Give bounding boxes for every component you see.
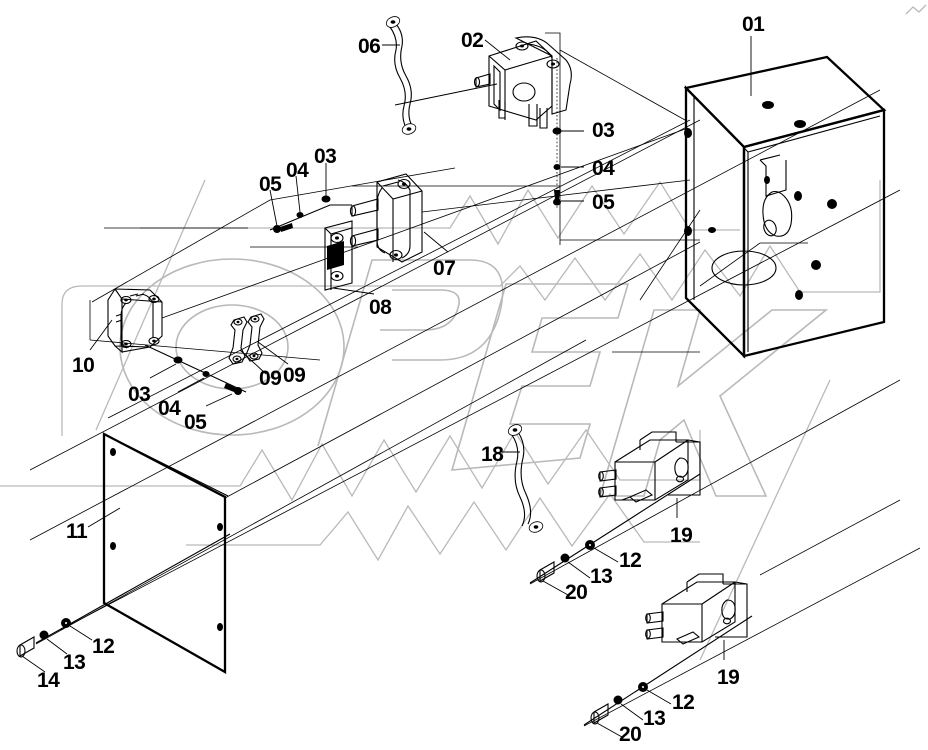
part-01-enclosure — [612, 36, 887, 359]
callout-12-b: 12 — [619, 549, 642, 572]
callout-20-a: 20 — [565, 581, 588, 604]
callout-08: 08 — [369, 296, 392, 319]
callout-06: 06 — [358, 35, 381, 58]
callout-02: 02 — [461, 29, 484, 52]
part-19-connector-lower — [645, 499, 901, 660]
callout-05-a: 05 — [592, 191, 615, 214]
projection-lines — [29, 32, 901, 631]
part-10-junction-cover — [89, 288, 163, 354]
callout-04-a: 04 — [592, 157, 615, 180]
callout-12-c: 12 — [672, 691, 695, 714]
callout-03-b: 03 — [314, 145, 337, 168]
callout-09-b: 09 — [283, 364, 306, 387]
callout-04-c: 04 — [158, 397, 181, 420]
callout-10: 10 — [72, 354, 95, 377]
part-07-relay-module — [349, 173, 449, 263]
assembly-leader-lines — [35, 119, 921, 727]
callout-05-c: 05 — [184, 411, 207, 434]
part-06-ground-strap — [382, 16, 417, 135]
callout-13-a: 13 — [63, 651, 86, 674]
callout-19-a: 19 — [670, 524, 693, 547]
callout-03-a: 03 — [592, 119, 615, 142]
part-09-link-brackets — [228, 313, 289, 375]
callout-11: 11 — [66, 520, 88, 543]
part-19-connector-upper — [598, 431, 701, 518]
fastener-stack-conn-lower — [583, 615, 753, 738]
callout-13-c: 13 — [643, 707, 666, 730]
fastener-stack-mid — [269, 163, 352, 233]
fastener-stack-left — [144, 344, 247, 407]
part-11-mounting-plate — [87, 432, 229, 674]
callout-07: 07 — [433, 257, 456, 280]
callout-05-b: 05 — [259, 173, 282, 196]
callout-09-a: 09 — [259, 367, 282, 390]
callout-12-a: 12 — [92, 635, 115, 658]
callout-01: 01 — [742, 13, 765, 36]
fastener-stack-plate — [16, 533, 231, 673]
corner-registration-mark — [905, 4, 927, 15]
callout-20-b: 20 — [619, 723, 642, 746]
callout-18: 18 — [481, 443, 504, 466]
part-02-switch-bracket — [394, 36, 572, 129]
callout-04-b: 04 — [286, 159, 309, 182]
callout-14: 14 — [37, 669, 60, 692]
callout-19-b: 19 — [717, 666, 740, 689]
fastener-stack-right — [552, 58, 584, 210]
callout-03-c: 03 — [128, 383, 151, 406]
callout-13-b: 13 — [590, 565, 613, 588]
part-18-jumper-wire — [502, 424, 544, 533]
